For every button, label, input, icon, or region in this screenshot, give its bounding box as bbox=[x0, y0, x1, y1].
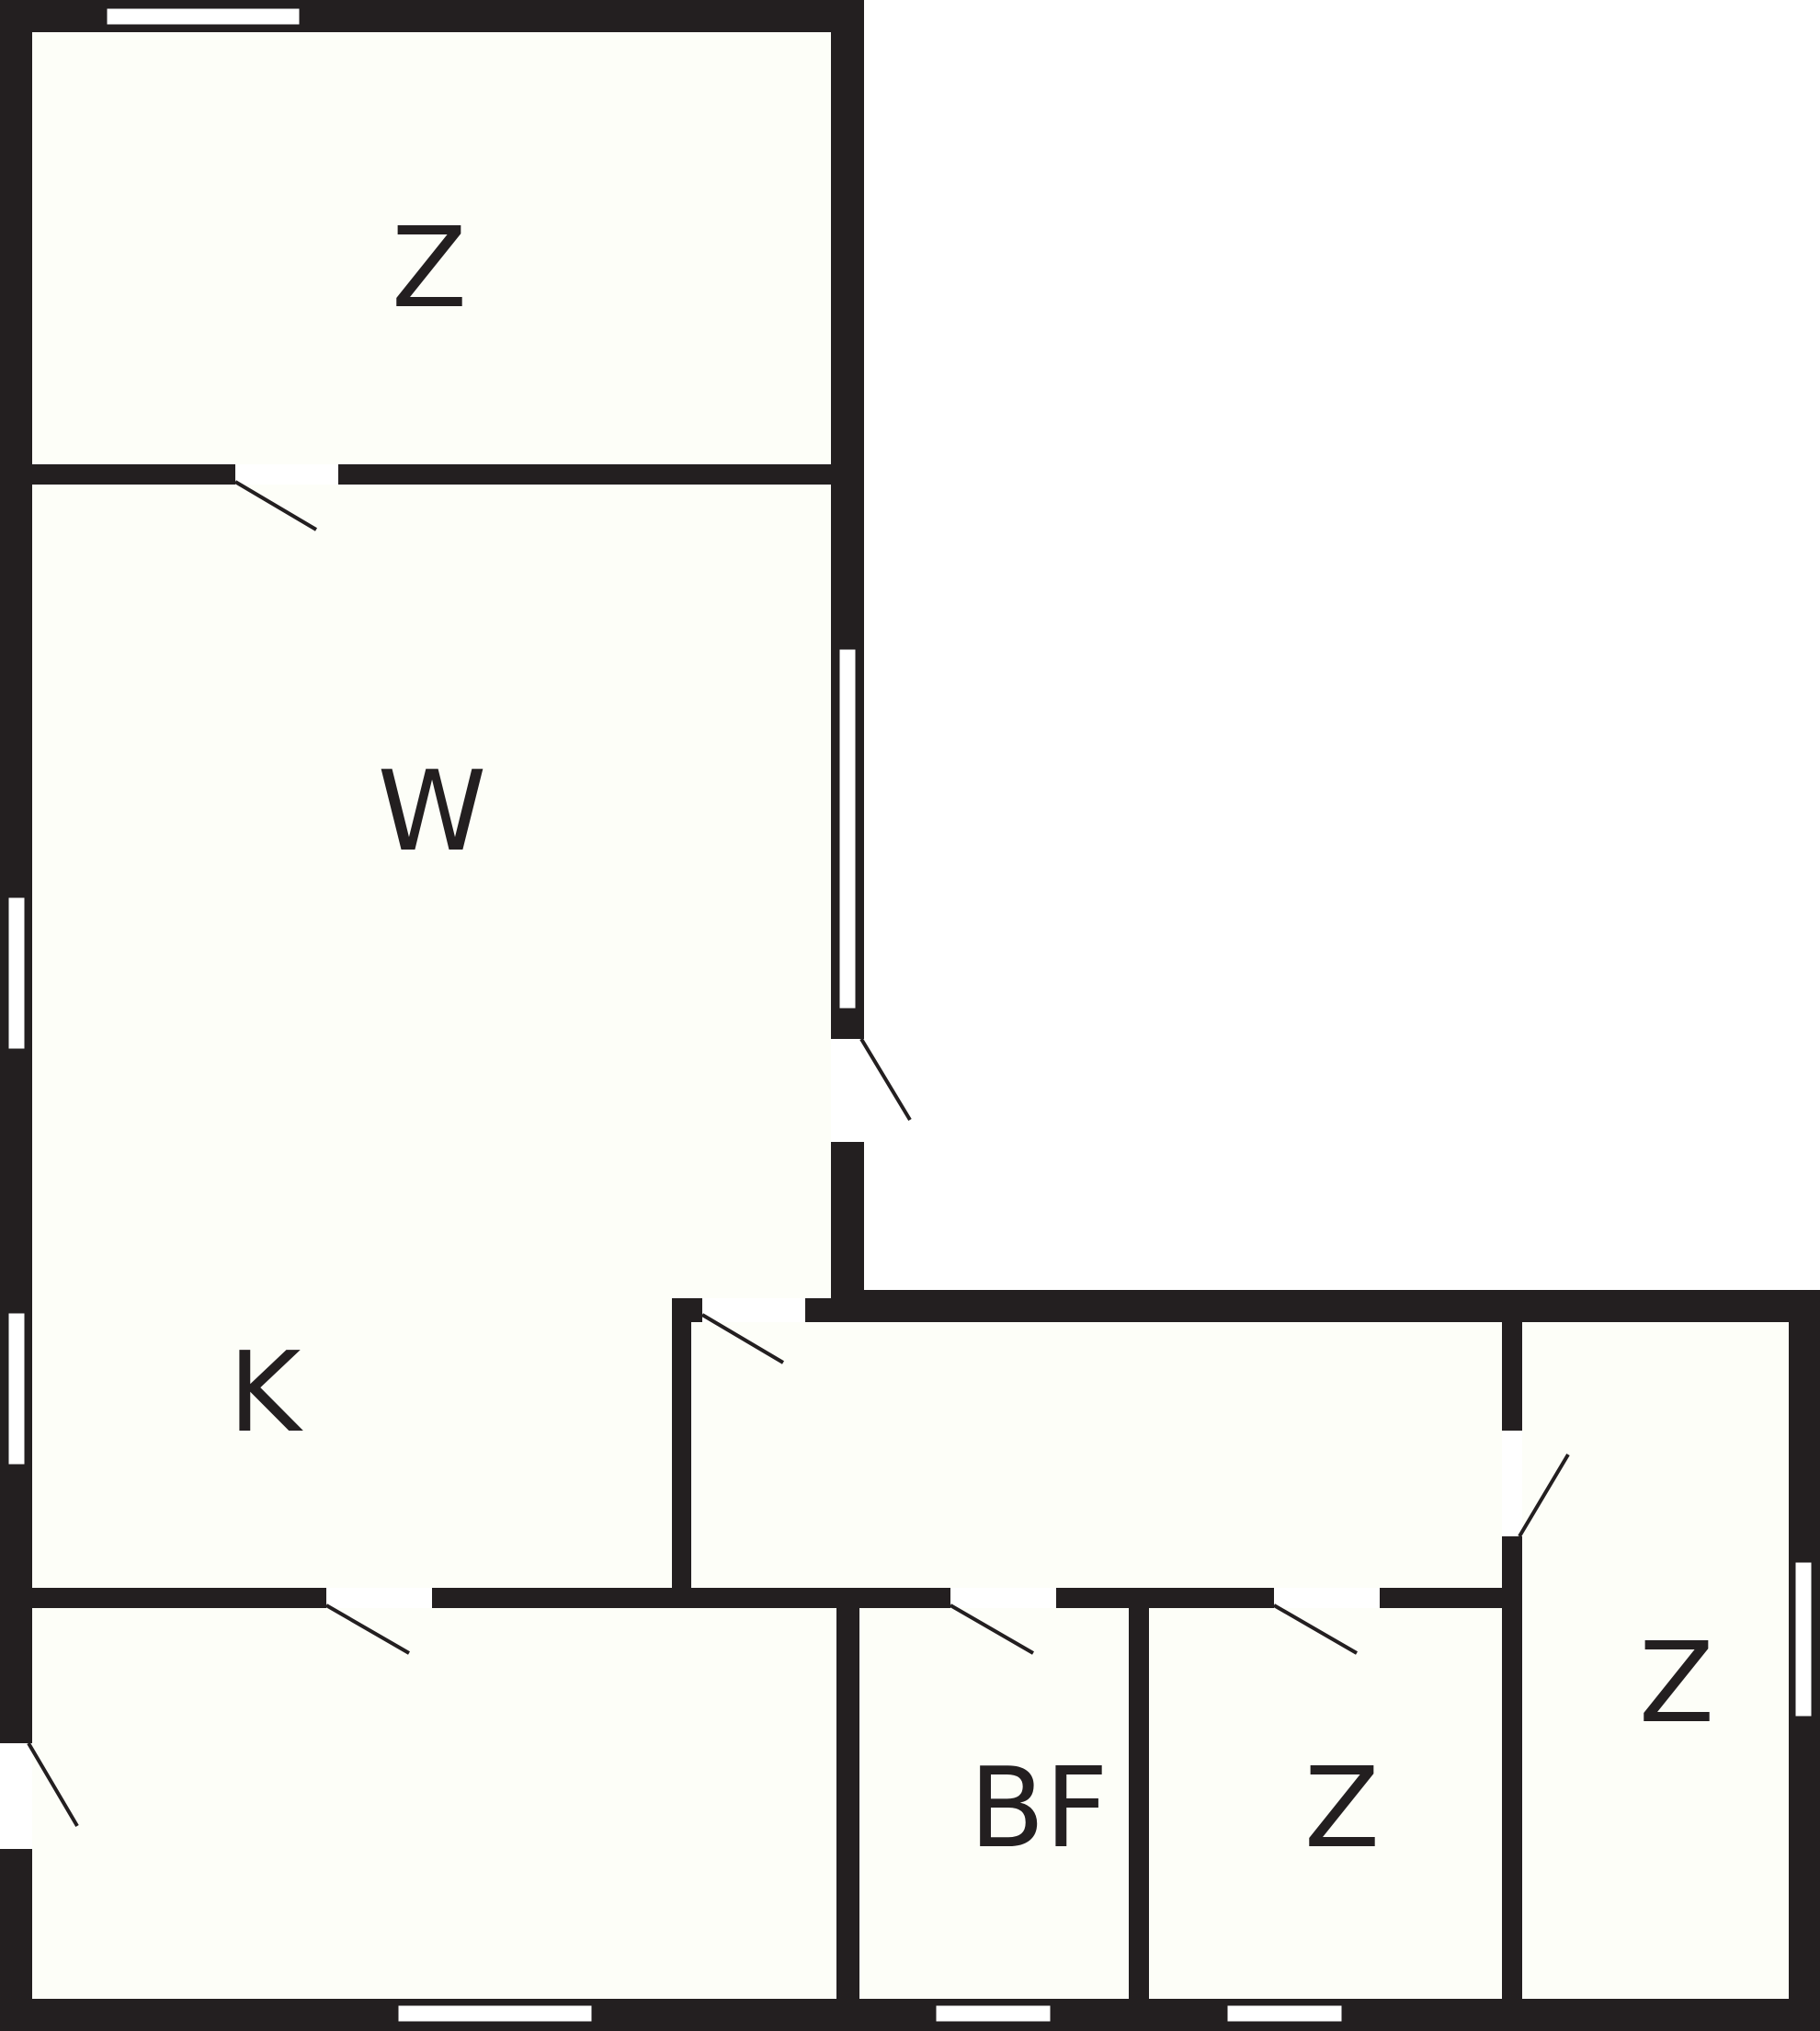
room-label-top-z: Z bbox=[392, 205, 467, 333]
door-leaf-small bbox=[1272, 1603, 1359, 1655]
door-gap-hall-right bbox=[1502, 1431, 1522, 1536]
door-leaf-left-exterior bbox=[27, 1741, 79, 1828]
door-gap-bottom-left bbox=[326, 1588, 432, 1608]
door-gap-bath bbox=[950, 1588, 1056, 1608]
room-labels: Z W K BF Z Z bbox=[229, 205, 1714, 1873]
door-gap-top-living bbox=[235, 464, 338, 485]
window-top bbox=[104, 6, 302, 28]
door-openings bbox=[0, 464, 1522, 1849]
door-leaf-hall-right bbox=[1518, 1453, 1570, 1538]
door-leaf-bath bbox=[949, 1603, 1035, 1655]
window-left-1 bbox=[6, 895, 28, 1052]
window-right-z bbox=[1792, 1559, 1814, 1719]
room-label-small-z: Z bbox=[1304, 1745, 1380, 1873]
door-gap-kitchen-hall bbox=[702, 1298, 805, 1322]
window-bottom-3 bbox=[1224, 2002, 1345, 2025]
room-label-right-z: Z bbox=[1639, 1620, 1714, 1748]
window-bottom-1 bbox=[395, 2002, 595, 2025]
room-label-living: W bbox=[378, 748, 487, 876]
floor-top-z bbox=[32, 32, 831, 464]
door-leaf-entrance bbox=[859, 1037, 912, 1122]
interior-wall-kitchen-hall bbox=[672, 1298, 691, 1588]
window-left-2 bbox=[6, 1310, 28, 1467]
door-gap-left-exterior bbox=[0, 1743, 32, 1849]
floor-bath bbox=[859, 1608, 1129, 1999]
door-leaf-bottom-left bbox=[324, 1603, 411, 1655]
door-leaf-kitchen-hall bbox=[700, 1313, 785, 1364]
floor-hall bbox=[691, 1322, 1502, 1588]
floor-bottom-left bbox=[32, 1608, 836, 1999]
room-label-kitchen: K bbox=[229, 1329, 304, 1457]
windows bbox=[6, 6, 1814, 2025]
door-swings bbox=[27, 480, 1570, 1828]
room-label-bath: BF bbox=[969, 1745, 1108, 1873]
floor-right-z bbox=[1522, 1322, 1789, 1999]
door-leaf-top-living bbox=[233, 480, 318, 531]
floor-small-z bbox=[1149, 1608, 1502, 1999]
door-gap-entrance bbox=[831, 1039, 864, 1142]
room-floors bbox=[32, 32, 1789, 1999]
window-right-upper bbox=[836, 646, 859, 1011]
window-bottom-2 bbox=[933, 2002, 1053, 2025]
door-gap-small bbox=[1274, 1588, 1380, 1608]
